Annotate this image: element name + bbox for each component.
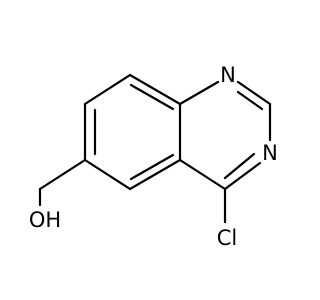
nitrogen-n3-label: N: [262, 141, 278, 165]
structure-svg: N N Cl OH: [29, 63, 278, 250]
bond-n3-c4-inner: [223, 152, 256, 180]
bond-c6-c5: [83, 158, 132, 191]
bond-c8-c8a-inner: [129, 83, 175, 111]
bond-c5-c4a: [128, 158, 182, 191]
bond-n3-c4: [223, 161, 262, 191]
bond-c5-c4a-inner: [129, 153, 175, 181]
nitrogen-n1-label: N: [220, 63, 236, 87]
bond-c6-ch2: [38, 158, 87, 191]
molecule-diagram: N N Cl OH: [29, 63, 278, 250]
bond-n1-c2-inner: [236, 90, 264, 111]
hydroxyl-label: OH: [29, 208, 61, 232]
bond-c8a-n1: [178, 80, 220, 106]
bond-c8-c7: [83, 73, 132, 106]
chlorine-label: Cl: [217, 226, 238, 250]
bond-n1-c2: [236, 80, 272, 106]
bond-c4-c4a: [178, 158, 227, 191]
bond-c8a-c8: [128, 73, 182, 106]
